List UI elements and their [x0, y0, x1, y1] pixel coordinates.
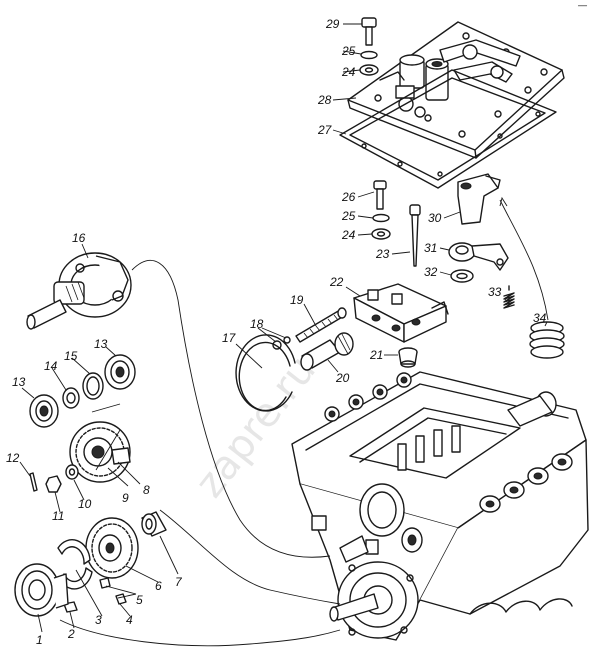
part-19-pin	[295, 307, 347, 343]
part-10-washer	[65, 464, 79, 480]
part-4-key	[115, 593, 127, 605]
label-14: 14	[44, 359, 58, 373]
part-21-cup	[398, 347, 418, 368]
label-4: 4	[126, 613, 133, 627]
part-26-bolt	[373, 180, 387, 210]
part-22-valve-block	[353, 283, 449, 343]
label-32: 32	[424, 265, 438, 279]
part-11-nut	[45, 475, 62, 493]
part-13-bearing-left	[29, 394, 59, 428]
label-1: 1	[36, 633, 43, 647]
label-29: 29	[325, 17, 340, 31]
part-25-washer-mid	[372, 213, 390, 223]
part-25-washer-top	[360, 50, 378, 60]
part-33-small-spring	[503, 285, 515, 309]
part-1-hub	[14, 563, 69, 617]
label-30: 30	[428, 211, 442, 225]
label-17: 17	[222, 331, 237, 345]
part-28-cover-plate	[347, 21, 565, 159]
assembly-flow-lines	[59, 196, 549, 647]
part-30-bracket	[457, 173, 501, 225]
label-21: 21	[369, 348, 383, 362]
part-12-pin	[29, 472, 38, 492]
label-33: 33	[488, 285, 502, 299]
label-22: 22	[329, 275, 344, 289]
label-3: 3	[95, 613, 102, 627]
bearing-group-bracket	[91, 403, 121, 413]
label-12: 12	[6, 451, 20, 465]
corner-mark: —	[577, 0, 588, 10]
part-16-pump-assembly	[26, 252, 132, 330]
part-31-lever	[448, 242, 509, 271]
label-10: 10	[78, 497, 92, 511]
part-34-large-spring	[529, 321, 565, 359]
leader-lines	[19, 23, 548, 633]
label-27: 27	[317, 123, 333, 137]
label-18: 18	[250, 317, 264, 331]
part-23-rod	[409, 204, 421, 267]
label-23: 23	[375, 247, 390, 261]
part-13-bearing-right	[104, 354, 136, 390]
part-24-nut-mid	[371, 228, 391, 240]
part-32-washer	[450, 269, 474, 283]
label-5: 5	[136, 593, 143, 607]
callout-labels: 1 2 3 4 5 6 7 8 9 10 11 12 13 13 14 15 1…	[6, 17, 547, 647]
part-7-bushing	[141, 511, 167, 537]
part-18-ball-b	[283, 336, 291, 344]
part-24-nut-top	[359, 64, 379, 76]
label-25-mid: 25	[341, 209, 356, 223]
part-14-spacer	[62, 387, 80, 409]
label-25-top: 25	[341, 44, 356, 58]
label-24-mid: 24	[341, 228, 356, 242]
label-20: 20	[335, 371, 350, 385]
label-19: 19	[290, 293, 304, 307]
label-9: 9	[122, 491, 129, 505]
label-13-right: 13	[94, 337, 108, 351]
label-6: 6	[155, 579, 162, 593]
label-34: 34	[533, 311, 547, 325]
label-7: 7	[175, 575, 183, 589]
part-6-gear	[85, 517, 139, 579]
label-31: 31	[424, 241, 437, 255]
part-15-ring	[82, 372, 104, 400]
label-8: 8	[143, 483, 150, 497]
label-16: 16	[72, 231, 86, 245]
part-27-gasket	[339, 69, 557, 189]
part-17-snap-ring	[235, 334, 296, 412]
main-housing	[291, 371, 589, 641]
label-28: 28	[317, 93, 332, 107]
label-2: 2	[67, 627, 75, 641]
part-5-key	[99, 577, 111, 589]
part-8-gear	[69, 421, 131, 483]
label-15: 15	[64, 349, 78, 363]
label-26: 26	[341, 190, 356, 204]
part-20-plunger	[300, 332, 354, 371]
label-13-left: 13	[12, 375, 26, 389]
label-11: 11	[52, 509, 64, 523]
label-24-top: 24	[341, 65, 356, 79]
part-29-bolt	[361, 17, 377, 46]
